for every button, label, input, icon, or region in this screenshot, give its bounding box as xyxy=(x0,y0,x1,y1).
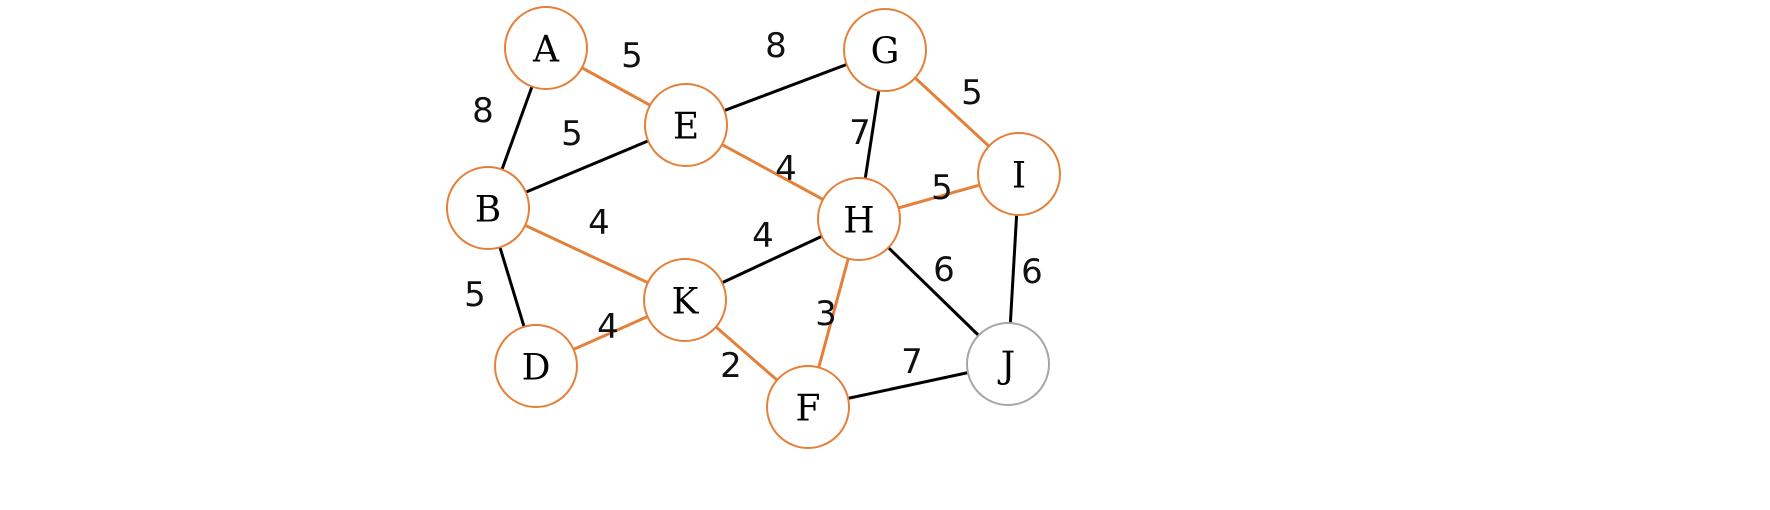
edge-weight-h-i: 5 xyxy=(931,168,953,208)
node-d: D xyxy=(494,324,578,408)
edge-weight-f-j: 7 xyxy=(901,342,923,382)
node-circle-e xyxy=(644,83,728,167)
node-f: F xyxy=(766,365,850,449)
node-label-d: D xyxy=(522,348,551,389)
node-h: H xyxy=(817,177,901,261)
node-circle-h xyxy=(817,177,901,261)
node-k: K xyxy=(643,258,727,342)
node-label-b: B xyxy=(475,190,501,231)
node-j: J xyxy=(966,322,1050,406)
edge-weight-d-k: 4 xyxy=(597,307,619,347)
node-label-e: E xyxy=(673,107,699,148)
node-i: I xyxy=(977,132,1061,216)
node-label-g: G xyxy=(871,32,900,73)
node-e: E xyxy=(644,83,728,167)
node-b: B xyxy=(446,166,530,250)
node-layer: A B D E G H I J K F xyxy=(446,6,1061,449)
edge-weight-g-i: 5 xyxy=(961,73,983,113)
edge-weight-h-f: 3 xyxy=(815,294,837,334)
node-a: A xyxy=(504,6,588,90)
node-circle-d xyxy=(494,324,578,408)
node-label-i: I xyxy=(1012,156,1026,197)
edge-weight-h-j: 6 xyxy=(933,250,955,290)
edge-weight-a-b: 8 xyxy=(472,91,494,131)
node-circle-i xyxy=(977,132,1061,216)
node-label-j: J xyxy=(997,346,1015,387)
edge-weight-b-k: 4 xyxy=(588,203,610,243)
edge-weight-e-h: 4 xyxy=(775,149,797,189)
node-circle-g xyxy=(843,8,927,92)
node-label-f: F xyxy=(796,389,821,430)
node-label-h: H xyxy=(843,201,874,242)
node-label-k: K xyxy=(672,282,700,323)
node-circle-a xyxy=(504,6,588,90)
edge-weight-k-f: 2 xyxy=(720,346,742,386)
node-circle-f xyxy=(766,365,850,449)
edge-weight-a-e: 5 xyxy=(621,36,643,76)
node-circle-k xyxy=(643,258,727,342)
edge-weight-e-g: 8 xyxy=(765,26,787,66)
edge-weight-b-d: 5 xyxy=(464,275,486,315)
edge-weight-i-j: 6 xyxy=(1021,252,1043,292)
edge-weight-g-h: 7 xyxy=(849,113,871,153)
node-circle-j xyxy=(966,322,1050,406)
edge-weight-b-e: 5 xyxy=(561,114,583,154)
node-label-a: A xyxy=(532,30,560,71)
node-g: G xyxy=(843,8,927,92)
node-circle-b xyxy=(446,166,530,250)
edge-weight-k-h: 4 xyxy=(752,216,774,256)
